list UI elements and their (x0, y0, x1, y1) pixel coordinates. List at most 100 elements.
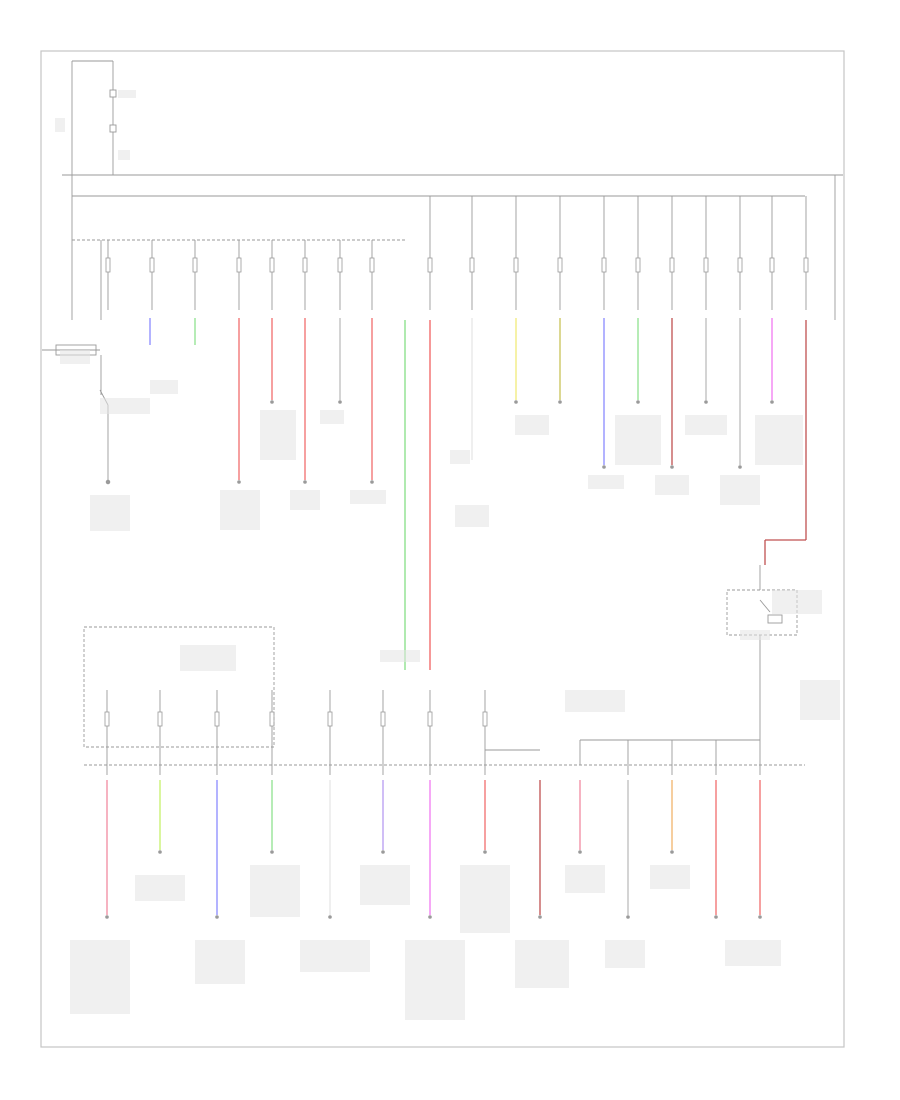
component-label-12 (455, 505, 489, 527)
component-label-16 (655, 475, 689, 495)
component-label-13 (515, 415, 549, 435)
component-label-23 (565, 690, 625, 712)
wire-bottom-5 (328, 780, 332, 919)
component-label-21 (100, 398, 150, 414)
component-label-25 (772, 590, 822, 614)
wire-top-11 (602, 318, 606, 469)
component-label-33 (460, 865, 510, 933)
wire-top-6 (338, 318, 342, 404)
component-label-17 (685, 415, 727, 435)
component-label-31 (360, 865, 410, 905)
wire-top-12 (636, 318, 640, 404)
component-label-2 (118, 90, 136, 98)
component-label-15 (615, 415, 661, 465)
component-label-24 (800, 680, 840, 720)
fuse-bottom-2 (157, 690, 163, 775)
wire-bottom-11 (626, 780, 630, 919)
wire-top-13 (670, 318, 674, 469)
wire-bottom-3 (215, 780, 219, 919)
wire-bottom-4 (270, 780, 274, 854)
fuse-top-5 (269, 240, 275, 310)
component-label-9 (320, 410, 344, 424)
diagram-frame (40, 50, 845, 1048)
fuse-top-11 (513, 196, 519, 310)
component-label-22 (180, 645, 236, 671)
fuse-top-2 (149, 240, 155, 310)
fuse-bottom-3 (214, 690, 220, 775)
wire-top-5 (303, 318, 307, 484)
component-label-34 (515, 940, 569, 988)
wire-bottom-8 (483, 780, 487, 854)
fuse-top-8 (369, 240, 375, 310)
component-label-37 (650, 865, 690, 889)
fuse-top-17 (737, 196, 743, 310)
component-label-27 (135, 875, 185, 901)
wire-top-9 (514, 318, 518, 404)
fuse-top-13 (601, 196, 607, 310)
component-label-28 (195, 940, 245, 984)
fuse-bottom-5 (327, 690, 333, 775)
component-label-29 (250, 865, 300, 917)
component-label-7 (260, 410, 296, 460)
wire-bottom-10 (578, 780, 582, 854)
component-label-36 (605, 940, 645, 968)
component-label-39 (740, 630, 770, 640)
wire-top-4 (270, 318, 274, 404)
wire-top-10 (558, 318, 562, 404)
fuse-top-12 (557, 196, 563, 310)
fuse-top-14 (635, 196, 641, 310)
wire-bottom-12 (670, 780, 674, 854)
wire-bottom-9 (538, 780, 542, 919)
fuse-bottom-6 (380, 690, 386, 775)
component-label-3 (118, 150, 130, 160)
component-label-30 (300, 940, 370, 972)
fuse-top-10 (469, 196, 475, 310)
component-label-35 (565, 865, 605, 893)
wire-bottom-7 (428, 780, 432, 919)
wire-top-16 (770, 318, 774, 404)
component-label-8 (290, 490, 320, 510)
component-label-4 (60, 350, 90, 364)
fuse-top-9 (427, 196, 433, 310)
fuse-top-19 (803, 196, 809, 310)
wire-bottom-14 (758, 780, 762, 919)
wire-top-15 (738, 318, 742, 469)
wire-red-right-run (764, 320, 807, 565)
wire-bottom-13 (714, 780, 718, 919)
wire-top-14 (704, 318, 708, 404)
component-label-18 (720, 475, 760, 505)
fuse-bottom-4 (269, 690, 275, 775)
fuse-top-1 (105, 240, 111, 310)
wire-top-7 (370, 318, 374, 484)
fuse-top-15 (669, 196, 675, 310)
fuse-top-18 (769, 196, 775, 310)
component-label-40 (380, 650, 420, 662)
fuse-top-16 (703, 196, 709, 310)
component-label-10 (350, 490, 386, 504)
component-label-6 (220, 490, 260, 530)
component-label-20 (90, 495, 130, 531)
wire-bottom-6 (381, 780, 385, 854)
component-label-14 (588, 475, 624, 489)
wire-top-3 (237, 318, 241, 484)
fuse-top-3 (192, 240, 198, 310)
wire-bottom-1 (105, 780, 109, 919)
ignition-switch-symbol (42, 344, 111, 485)
fuse-top-4 (236, 240, 242, 310)
fuse-bottom-7 (427, 690, 433, 775)
component-label-5 (150, 380, 178, 394)
fuse-top-6 (302, 240, 308, 310)
fuse-bottom-8 (482, 690, 488, 775)
battery-feed (71, 60, 114, 175)
fuse-bottom-1 (104, 690, 110, 775)
component-label-11 (450, 450, 470, 464)
wire-bottom-2 (158, 780, 162, 854)
fusible-link-symbol (109, 89, 117, 133)
component-label-38 (725, 940, 781, 966)
component-label-1 (55, 118, 65, 132)
lower-fuse-block-outline (83, 626, 275, 748)
fuse-top-7 (337, 240, 343, 310)
component-label-26 (70, 940, 130, 1014)
component-label-19 (755, 415, 803, 465)
